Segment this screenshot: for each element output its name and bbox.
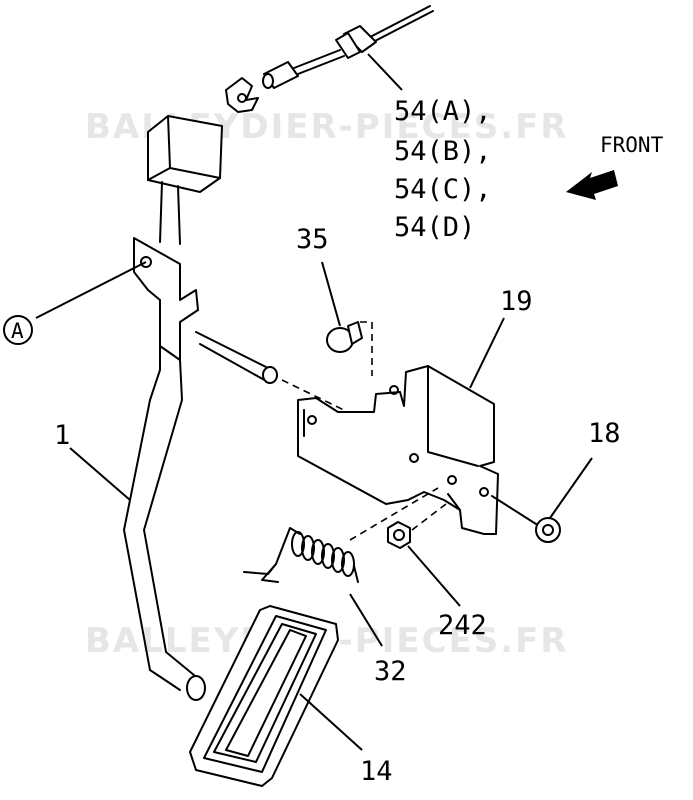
callout-32: 32 — [374, 656, 407, 687]
arrow-front-icon — [566, 170, 618, 200]
callout-54b: 54(B), — [394, 136, 492, 167]
front-label: FRONT — [600, 133, 664, 157]
callout-14: 14 — [360, 756, 393, 787]
accelerator-cable — [225, 5, 434, 113]
callout-54: 54(A), 54(B), 54(C), 54(D) — [394, 96, 492, 243]
callout-1: 1 — [54, 420, 70, 451]
clip-35 — [326, 321, 373, 376]
callout-35: 35 — [296, 224, 329, 255]
reference-a-label: A — [11, 319, 24, 343]
pivot-shaft — [195, 331, 349, 413]
bracket-19 — [297, 365, 499, 535]
callout-54a: 54(A), — [394, 96, 492, 127]
front-indicator: FRONT — [566, 133, 664, 200]
callout-54c: 54(C), — [394, 174, 492, 205]
bolt-242 — [387, 503, 447, 549]
callout-19: 19 — [500, 286, 533, 317]
pedal-arm — [123, 115, 223, 701]
callout-54d: 54(D) — [394, 212, 475, 243]
pedal-pad-14 — [189, 605, 339, 787]
nut-18 — [491, 495, 561, 543]
leader-lines — [35, 53, 593, 751]
spring-32 — [243, 487, 439, 583]
callout-18: 18 — [588, 418, 621, 449]
reference-a: A — [3, 315, 33, 345]
callout-242: 242 — [438, 610, 487, 641]
